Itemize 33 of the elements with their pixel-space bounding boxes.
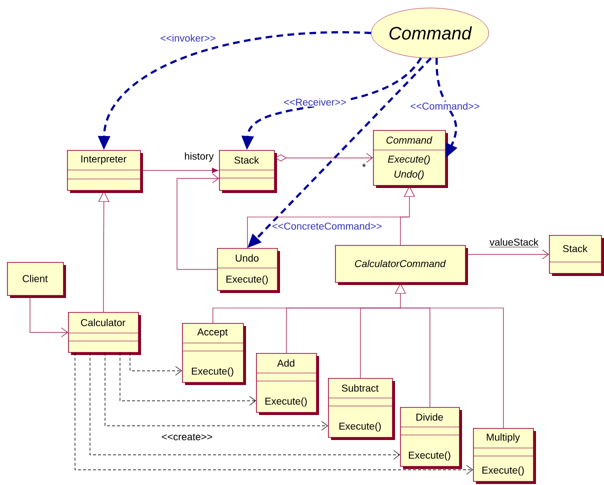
- class-box: Calculator: [68, 312, 141, 355]
- dependency-arrow: [130, 352, 182, 376]
- class-box: Multiply Execute(): [472, 428, 536, 484]
- generalization-line: [400, 308, 504, 428]
- class-box: Undo Execute(): [216, 248, 280, 293]
- edge-label: <<Command>>: [409, 101, 481, 111]
- association-arrow: [30, 296, 68, 338]
- dependency-arrow: [74, 352, 474, 475]
- dependency-arrow: [104, 352, 328, 431]
- generalization-line: [400, 216, 410, 246]
- dependency-arrow: [120, 352, 256, 406]
- class-box: Stack: [218, 150, 277, 193]
- generalization-line: [360, 308, 401, 378]
- class-box: CalculatorCommand: [335, 245, 468, 285]
- edge-label: valueStack: [488, 237, 540, 249]
- class-box: Subtract Execute(): [328, 378, 395, 440]
- dependency-arrow: [90, 352, 400, 460]
- class-box: Client: [7, 262, 66, 298]
- class-box: Accept Execute(): [182, 323, 246, 385]
- multiplicity-label: *: [362, 164, 366, 168]
- edge-label: <<invoker>>: [159, 33, 217, 43]
- class-box: Command Execute() Undo(): [372, 130, 448, 188]
- class-box: Divide Execute(): [400, 407, 462, 469]
- association-arrow: [176, 174, 219, 270]
- association-arrow: [140, 168, 218, 174]
- class-box: Add Execute(): [256, 353, 319, 415]
- class-box: Stack: [548, 235, 604, 276]
- class-box: Interpreter: [66, 150, 143, 193]
- edge-label: <<create>>: [160, 432, 214, 442]
- edge-label: <<Receiver>>: [282, 97, 348, 107]
- association-arrow: [466, 250, 549, 260]
- edge-label: <<ConcreteCommand>>: [270, 221, 384, 231]
- edge-label: history: [183, 151, 215, 163]
